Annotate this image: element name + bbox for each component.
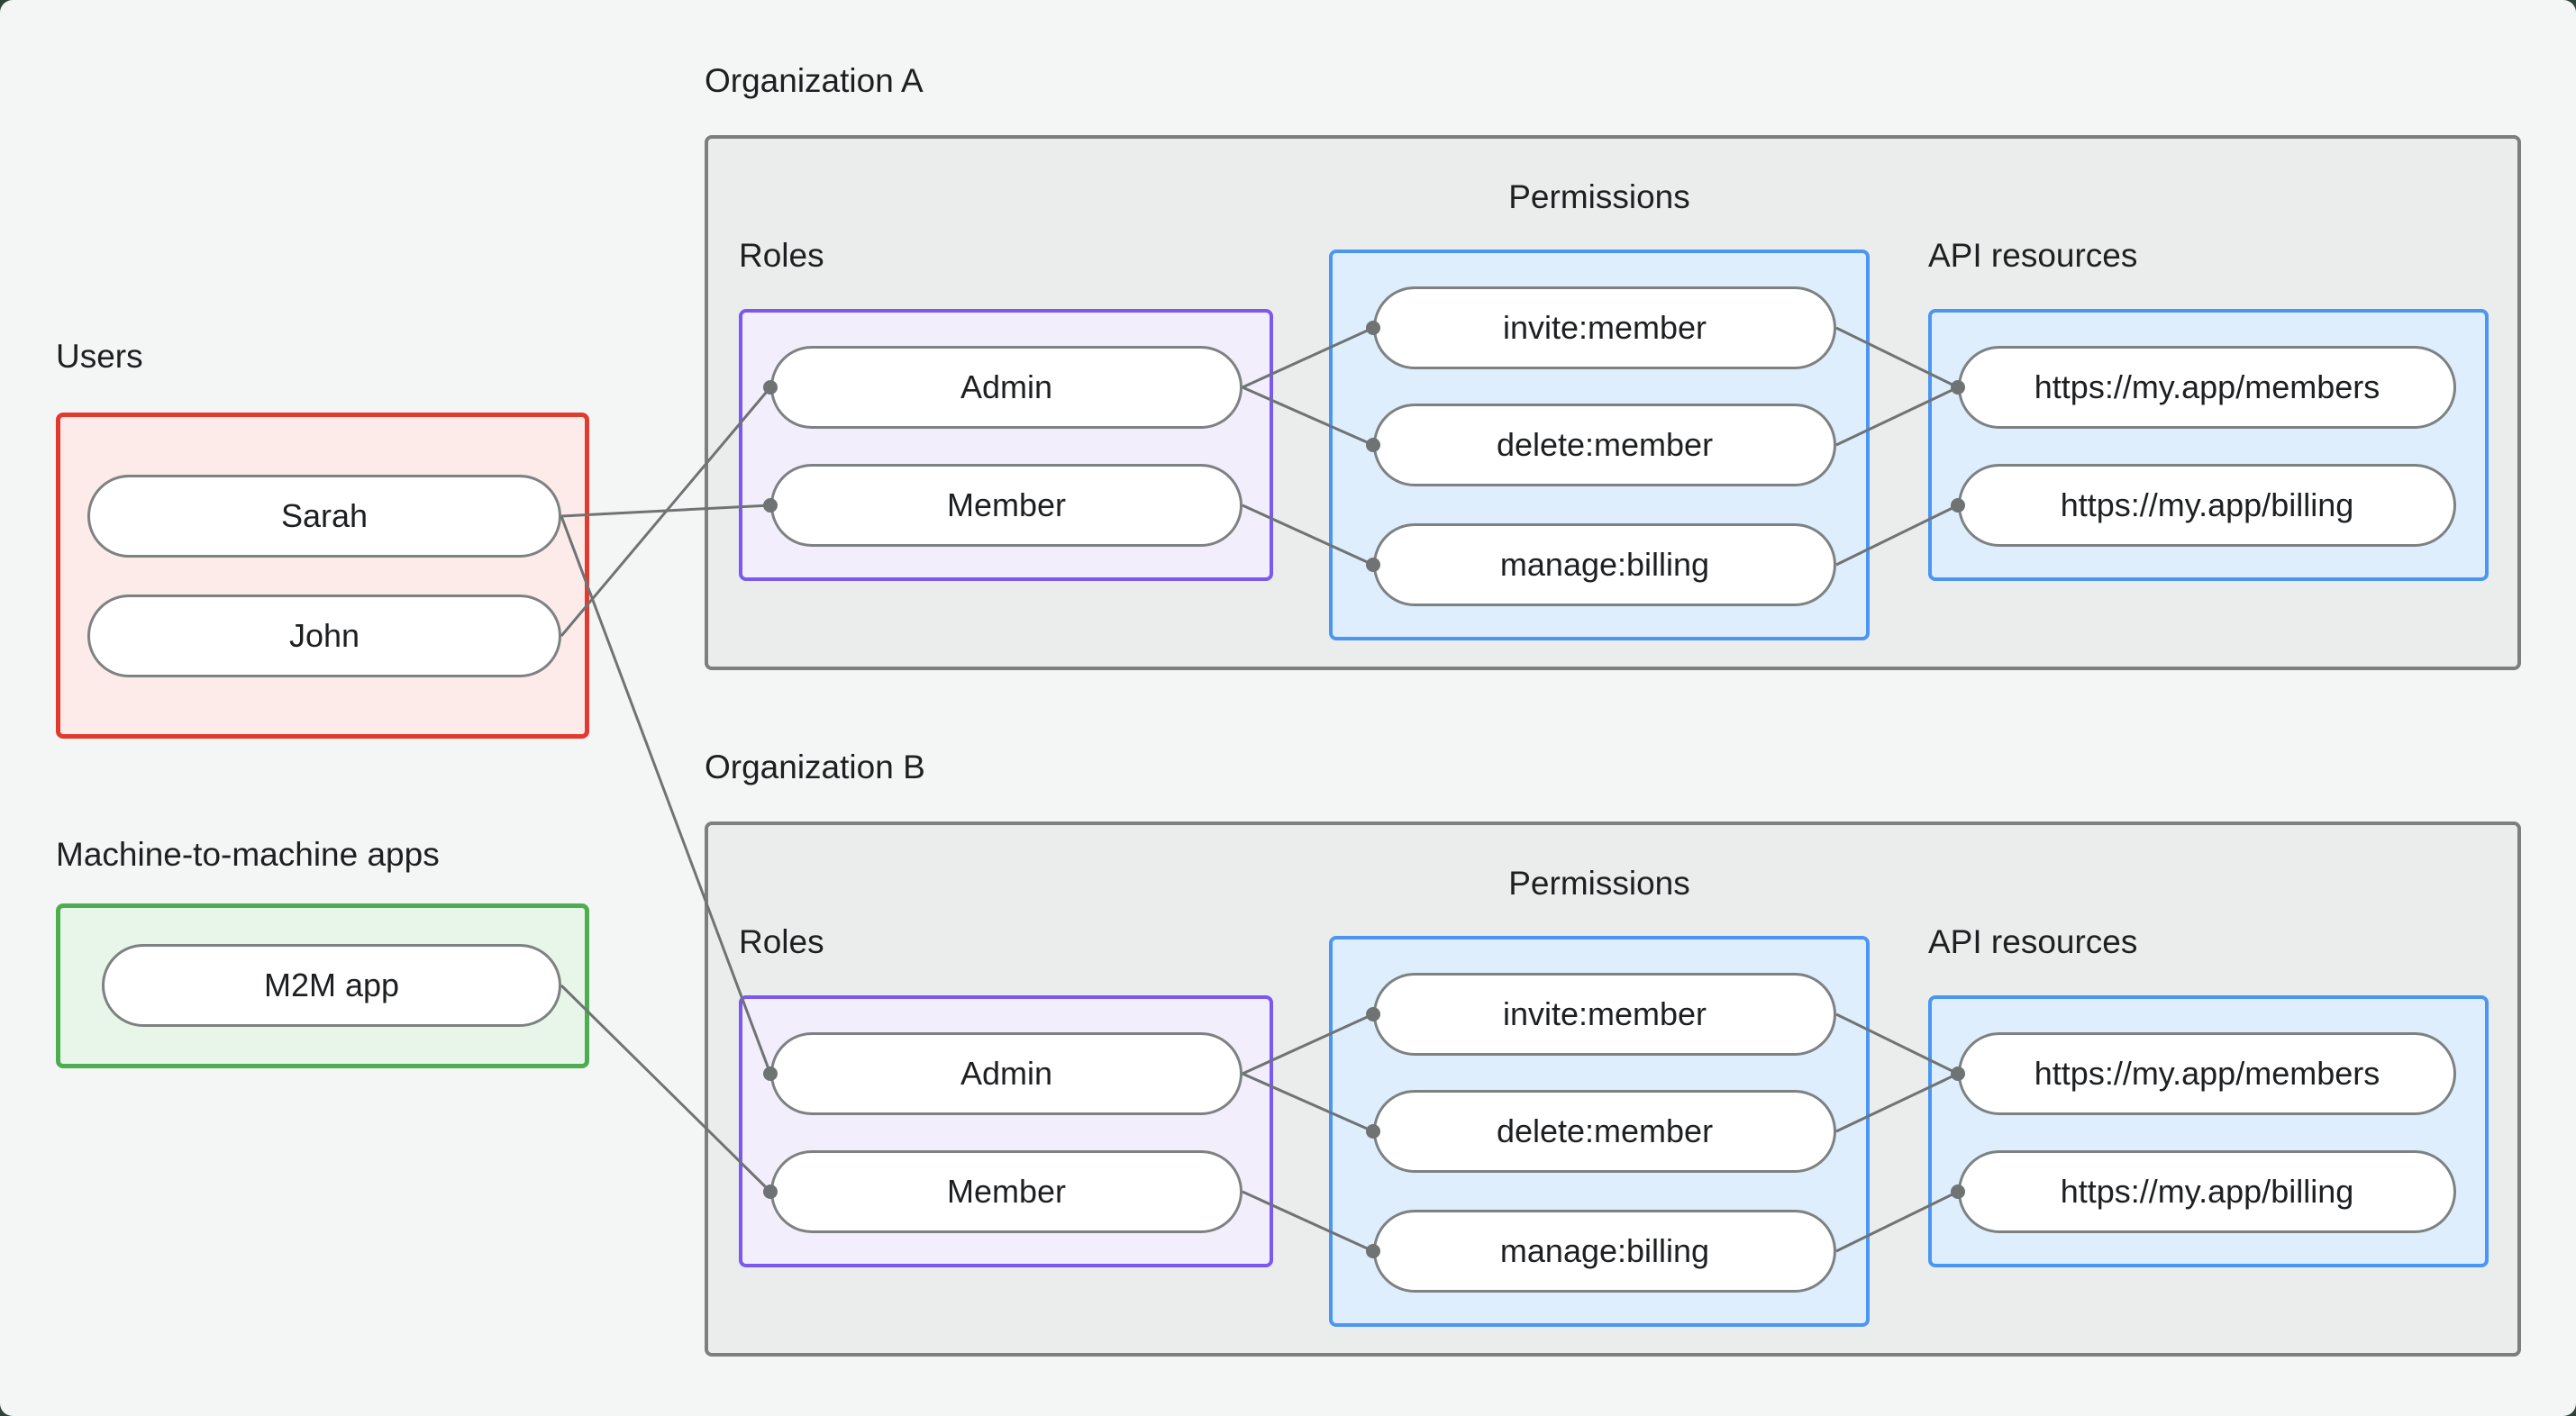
user-node-sarah: Sarah <box>87 475 561 558</box>
org-b-permissions-label: Permissions <box>1508 865 1690 902</box>
org-a-label: Organization A <box>705 62 924 99</box>
m2m-group-label: Machine-to-machine apps <box>56 836 440 873</box>
org-b-api-resources-label: API resources <box>1928 923 2138 960</box>
org-a-role-member: Member <box>770 464 1242 547</box>
org-a-api-members: https://my.app/members <box>1958 346 2456 429</box>
users-group-label: Users <box>56 338 143 375</box>
org-b-roles-label: Roles <box>739 923 824 960</box>
org-a-role-admin: Admin <box>770 346 1242 429</box>
org-b-api-members: https://my.app/members <box>1958 1032 2456 1115</box>
org-a-permission-manage-billing: manage:billing <box>1373 523 1836 606</box>
org-b-label: Organization B <box>705 749 925 785</box>
org-b-api-billing: https://my.app/billing <box>1958 1150 2456 1233</box>
org-a-api-resources-label: API resources <box>1928 237 2138 274</box>
org-b-permission-invite-member: invite:member <box>1373 973 1836 1056</box>
org-a-permissions-label: Permissions <box>1508 178 1690 215</box>
org-b-role-admin: Admin <box>770 1032 1242 1115</box>
users-group-box <box>56 413 589 739</box>
org-b-permission-delete-member: delete:member <box>1373 1090 1836 1173</box>
org-a-api-billing: https://my.app/billing <box>1958 464 2456 547</box>
user-node-john: John <box>87 595 561 677</box>
org-b-permission-manage-billing: manage:billing <box>1373 1210 1836 1293</box>
m2m-node-app: M2M app <box>102 944 561 1027</box>
org-b-role-member: Member <box>770 1150 1242 1233</box>
org-a-permission-delete-member: delete:member <box>1373 404 1836 486</box>
org-a-roles-label: Roles <box>739 237 824 274</box>
org-a-permission-invite-member: invite:member <box>1373 286 1836 369</box>
